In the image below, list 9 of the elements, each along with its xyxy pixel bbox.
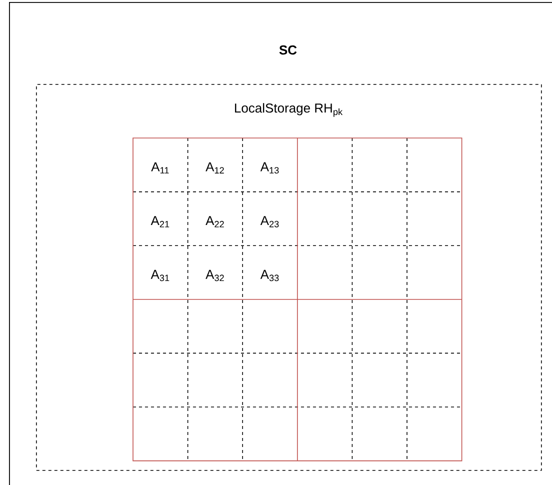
cell-label: A$_{33}$: [260, 270, 279, 282]
cell-label: A$_{21}$: [150, 216, 170, 228]
cell-label: A$_{12}$: [206, 162, 224, 174]
cell-label: A$_{13}$: [260, 162, 279, 174]
cell-label: A$_{32}$: [206, 270, 224, 282]
cell-label: A$_{22}$: [206, 216, 224, 228]
cell-label: A$_{31}$: [150, 270, 170, 282]
cell-label: A$_{11}$: [151, 162, 169, 174]
cell-label: A$_{23}$: [260, 216, 279, 228]
